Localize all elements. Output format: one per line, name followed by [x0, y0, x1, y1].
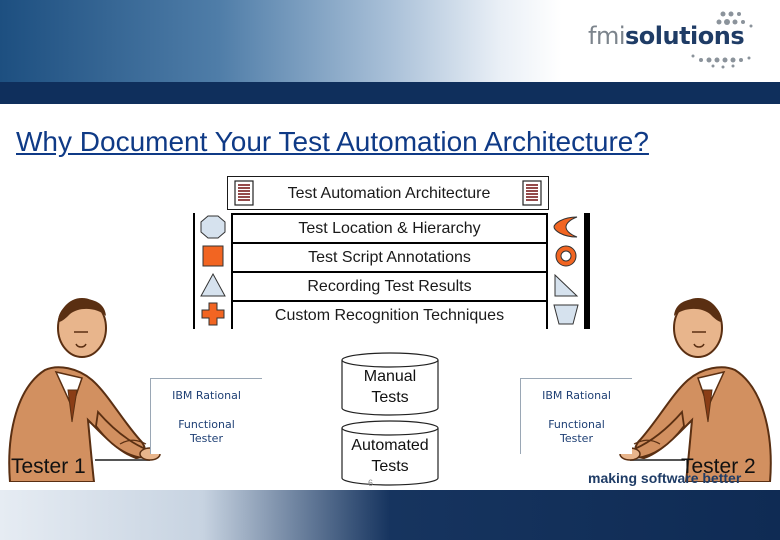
right-shape-column [548, 213, 584, 329]
architecture-row: Test Location & Hierarchy [233, 215, 546, 242]
architecture-header-label: Test Automation Architecture [287, 185, 491, 202]
automated-tests-line1: Automated [351, 437, 429, 454]
functional-tester-line2: Tester [190, 432, 223, 445]
automated-tests-cylinder: Automated Tests [340, 420, 440, 486]
architecture-row: Recording Test Results [233, 273, 546, 300]
fmisolutions-logo[interactable]: fmisolutions [588, 22, 745, 50]
page-number: 6 [368, 478, 374, 488]
functional-tester-line2: Tester [560, 432, 593, 445]
tester-1-label: Tester 1 [11, 455, 86, 478]
document-icon [522, 180, 542, 206]
triangle-icon [200, 272, 226, 297]
header-gradient [0, 0, 780, 82]
octagon-icon [200, 215, 226, 239]
manual-tests-line1: Manual [363, 368, 417, 385]
logo-dots-icon [691, 11, 753, 69]
architecture-row: Custom Recognition Techniques [233, 302, 546, 329]
automated-tests-line2: Tests [371, 458, 409, 475]
crescent-icon [553, 216, 578, 238]
document-icon [234, 180, 254, 206]
database-icon [341, 420, 439, 486]
trapezoid-icon [553, 304, 579, 325]
database-icon [341, 352, 439, 416]
tester-figure-right [619, 298, 772, 482]
left-shape-column [195, 213, 231, 329]
right-triangle-icon [554, 273, 579, 297]
manual-tests-cylinder: Manual Tests [340, 352, 440, 416]
manual-tests-line2: Tests [371, 389, 409, 406]
functional-tester-label: Functional Tester [521, 418, 632, 446]
logo-text-solutions: solutions [625, 22, 745, 50]
architecture-row: Test Script Annotations [233, 244, 546, 271]
ring-icon [555, 245, 577, 267]
ibm-rational-title: IBM Rational [542, 389, 611, 402]
functional-tester-line1: Functional [178, 418, 235, 431]
square-icon [202, 245, 224, 267]
logo-text-fmi: fmi [588, 22, 626, 50]
header-bar [0, 82, 780, 104]
architecture-table: Test Location & Hierarchy Test Script An… [193, 213, 590, 329]
ibm-rft-box-left: IBM Rational Functional Tester [150, 378, 262, 454]
slide-title: Why Document Your Test Automation Archit… [16, 126, 649, 157]
ibm-rft-box-right: IBM Rational Functional Tester [520, 378, 632, 454]
footer-tagline: making software better [588, 470, 742, 486]
functional-tester-label: Functional Tester [151, 418, 262, 446]
tester-2-label: Tester 2 [681, 455, 756, 478]
ibm-rational-title: IBM Rational [172, 389, 241, 402]
cross-icon [201, 302, 225, 326]
functional-tester-line1: Functional [548, 418, 605, 431]
architecture-header: Test Automation Architecture [227, 176, 549, 210]
footer-bar [0, 490, 780, 540]
